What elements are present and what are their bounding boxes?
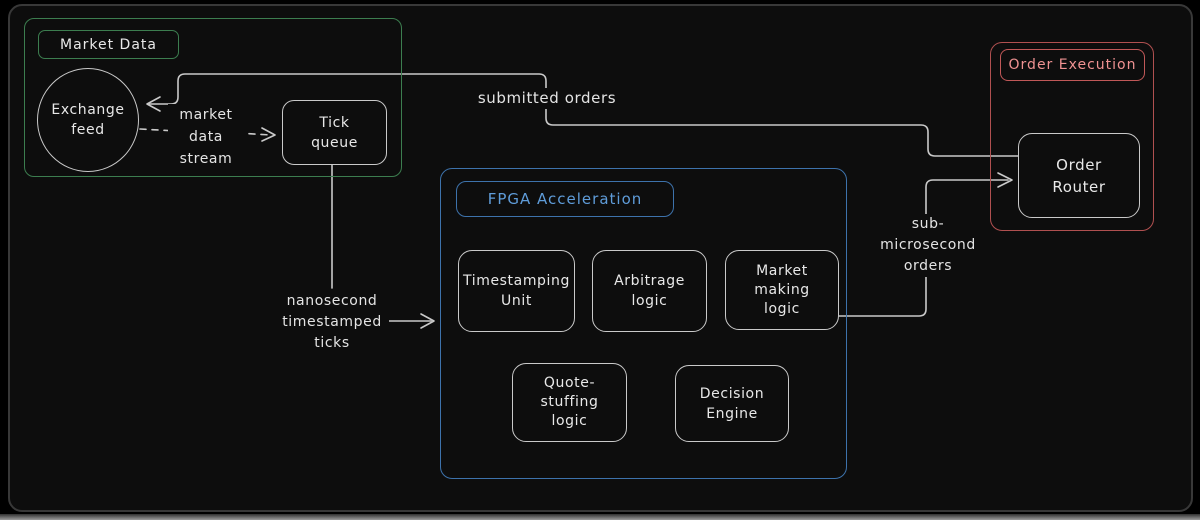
node-timestamping-unit: Timestamping Unit: [458, 250, 575, 332]
edge-market-data-stream-path-left: [139, 128, 178, 132]
node-quote-stuffing-logic: Quote- stuffing logic: [512, 363, 627, 442]
arrowhead-into-tick-queue: [261, 127, 276, 142]
bottom-bar: [0, 514, 1200, 520]
edge-nanosecond-ticks: [331, 163, 435, 329]
node-tick-queue: Tick queue: [282, 100, 387, 165]
arrowhead-into-exchange-feed: [146, 96, 161, 112]
edge-label-market-data-stream: market data stream: [168, 104, 244, 170]
node-decision-engine: Decision Engine: [675, 365, 789, 442]
edge-label-nanosecond-ticks: nanosecond timestamped ticks: [275, 291, 389, 354]
group-fpga: [440, 168, 847, 479]
node-order-router: Order Router: [1018, 133, 1140, 218]
group-market-data: [24, 18, 402, 177]
edge-label-submitted-orders: submitted orders: [477, 88, 617, 109]
group-order-execution: [990, 42, 1154, 231]
node-market-making-logic: Market making logic: [725, 250, 839, 330]
node-arbitrage-logic: Arbitrage logic: [592, 250, 707, 332]
group-label-order-execution: Order Execution: [1000, 49, 1145, 81]
group-label-market-data: Market Data: [38, 30, 179, 59]
arrowhead-into-order-router: [997, 172, 1013, 188]
arrowhead-into-fpga: [420, 313, 435, 329]
node-exchange-feed: Exchange feed: [37, 68, 139, 172]
group-label-fpga: FPGA Acceleration: [456, 181, 674, 217]
edge-label-sub-microsecond-orders: sub- microsecond orders: [870, 214, 986, 277]
